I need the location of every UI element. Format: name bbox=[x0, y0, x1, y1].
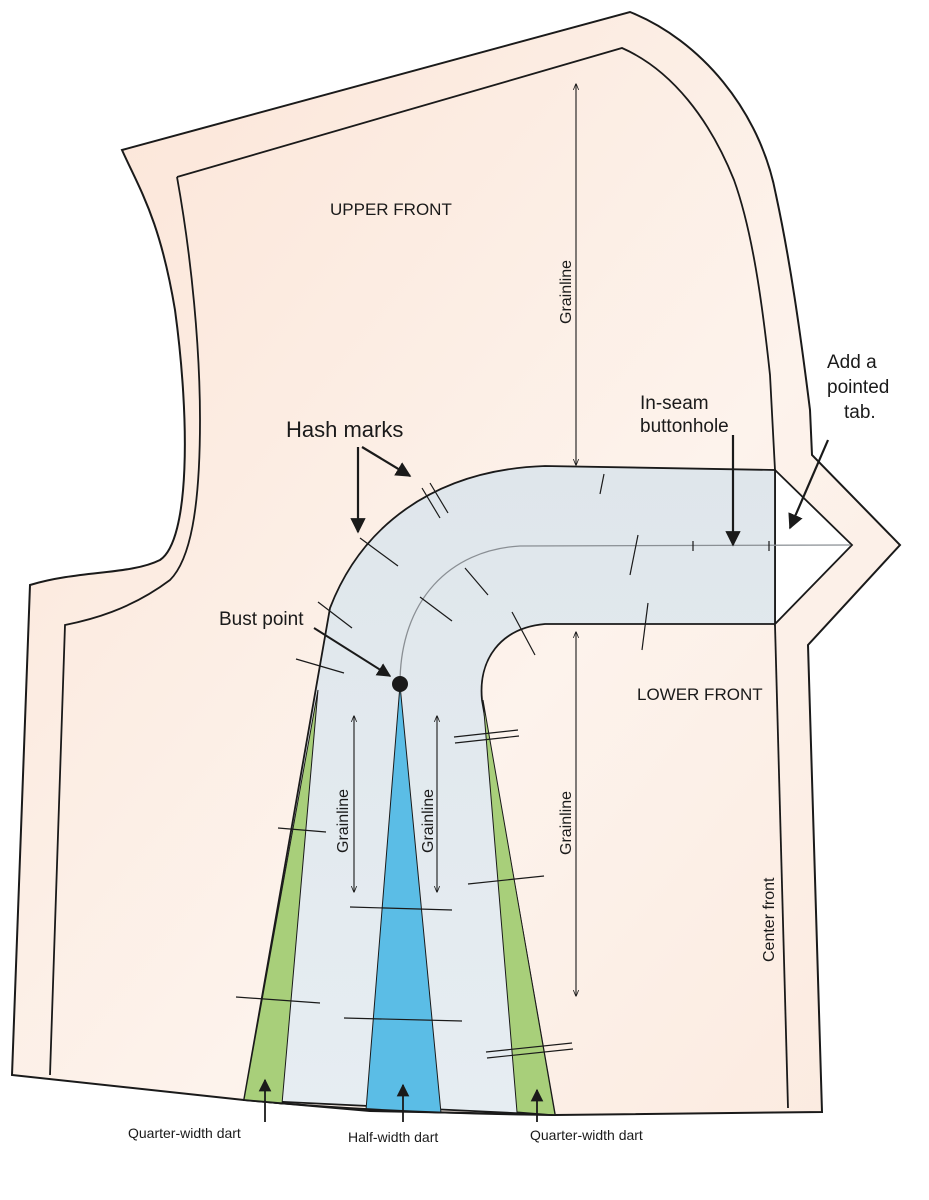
inseam-label-line1: In-seam bbox=[640, 393, 709, 414]
grainline-label-upper: Grainline bbox=[558, 260, 575, 324]
bust-point-leader bbox=[313, 627, 392, 677]
inseam-label-line2: buttonhole bbox=[640, 416, 729, 437]
grainline-label-lower: Grainline bbox=[558, 791, 575, 855]
half-dart-label: Half-width dart bbox=[348, 1129, 438, 1145]
lower-front-label: LOWER FRONT bbox=[637, 685, 763, 704]
hash-marks-label: Hash marks bbox=[286, 417, 403, 442]
seamline-upper bbox=[176, 47, 776, 471]
bust-point-label: Bust point bbox=[219, 609, 304, 630]
bust-point-dot bbox=[392, 676, 408, 692]
tab-label-line1: Add a bbox=[827, 352, 877, 373]
tab-label-line2: pointed bbox=[827, 377, 889, 398]
grainline-label-center-panel: Grainline bbox=[420, 789, 437, 853]
upper-front-label: UPPER FRONT bbox=[330, 200, 452, 219]
guide-curve bbox=[399, 544, 851, 685]
hash-marks-leader-right bbox=[361, 446, 412, 477]
grainline-label-left-panel: Grainline bbox=[335, 789, 352, 853]
quarter-dart-right bbox=[482, 699, 556, 1116]
hash-marks bbox=[235, 473, 649, 1022]
seamline-upper-left bbox=[49, 176, 201, 1076]
quarter-dart-left-label: Quarter-width dart bbox=[128, 1125, 241, 1141]
center-front-line bbox=[774, 624, 789, 1109]
quarter-dart-right-label: Quarter-width dart bbox=[530, 1127, 643, 1143]
style-band bbox=[242, 465, 776, 1116]
tab-label-line3: tab. bbox=[844, 402, 876, 423]
center-front-label: Center front bbox=[761, 877, 778, 962]
hem-edge bbox=[243, 1099, 556, 1116]
double-hash-marks bbox=[421, 482, 574, 1059]
tab-leader bbox=[788, 439, 830, 530]
